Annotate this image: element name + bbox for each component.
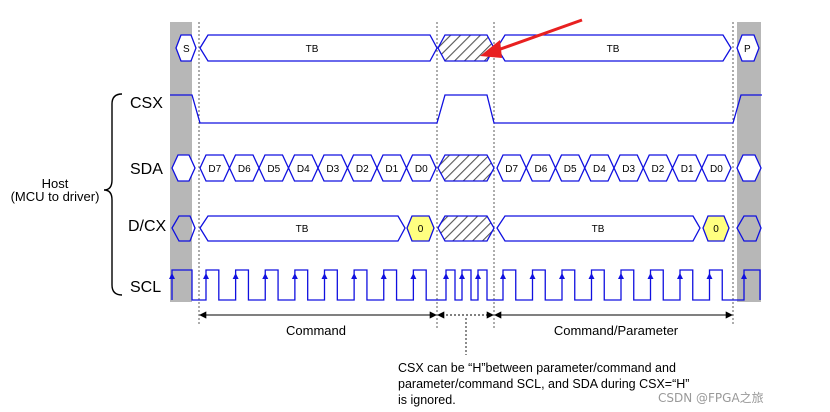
sda-stop-hex [736,154,762,182]
dcx-zero1-hexagon [406,215,435,242]
sda-bit-cmd-d6-label: D6 [238,164,251,175]
sda-bit-param-d1-label: D1 [681,164,694,175]
scl-clock-arrows [169,273,747,279]
sda-bit-cmd-d1-label: D1 [385,164,398,175]
scl-rising-edge-arrow [203,273,209,279]
stop-hexagon [736,34,760,62]
scl-rising-edge-arrow [262,273,269,279]
watermark: CSDN @FPGA之旅 [658,391,764,405]
sda-bit-cmd-d2-label: D2 [356,164,369,175]
scl-rising-edge-arrow [380,273,387,279]
scl-rising-edge-arrow [706,273,713,279]
scl-rising-edge-arrow [529,273,536,279]
dotted-guides [198,22,734,330]
note-line-3: is ignored. [398,393,456,407]
scl-rising-edge-arrow [588,273,595,279]
sda-bit-param-d2-label: D2 [651,164,664,175]
scl-rising-edge-arrow [169,273,175,279]
top-row: S TB TB P [175,34,760,62]
tb1-hexagon [199,34,438,62]
sda-bit-param-d0 [701,154,732,182]
start-hexagon [175,34,197,62]
note-line-2: parameter/command SCL, and SDA during CS… [398,377,689,391]
scl-rising-edge-arrow [321,273,328,279]
scl-rising-edge-arrow [559,273,565,279]
scl-rising-edge-arrow [459,273,465,279]
sda-waveform: D7 D6 D5 D4 D3 D2 D1 D0 D7 D6 D5 D4 D3 D2 D1 D0 [171,154,762,182]
tb2-hexagon [496,34,732,62]
dcx-zero2-hexagon [702,215,730,242]
hatched-block-dcx [437,215,495,242]
parameter-span-label: Command/Parameter [554,323,679,338]
sda-label: SDA [130,161,163,178]
sda-bit-cmd-d5-label: D5 [267,164,280,175]
scl-rising-edge-arrow [475,273,481,279]
sda-bit-cmd-d7-label: D7 [208,164,221,175]
dcx-label: D/CX [128,218,167,235]
sda-bit-cmd-d3-label: D3 [326,164,339,175]
scl-rising-edge-arrow [647,273,654,279]
csx-label: CSX [130,95,163,112]
dcx-tb1-label: TB [296,224,309,235]
sda-bit-param-d3-label: D3 [622,164,635,175]
tb1-label: TB [306,44,319,55]
dcx-tb2-hexagon [496,215,701,242]
dcx-tb1-hexagon [199,215,406,242]
scl-rising-edge-arrow [410,273,417,279]
stop-label: P [744,44,751,55]
csx-waveform [170,94,762,124]
sda-bit-cmd-d0 [405,154,437,182]
scl-rising-edge-arrow [618,273,624,279]
host-bracket [103,93,123,296]
scl-label: SCL [130,279,161,296]
host-label: Host [42,176,69,191]
sda-bit-param-d0-label: D0 [710,164,723,175]
host-sub-label: (MCU to driver) [11,189,100,204]
scl-waveform [171,269,761,301]
scl-rising-edge-arrow [291,273,298,279]
span-arrows [199,311,733,355]
scl-rising-edge-arrow [232,273,239,279]
command-span-label: Command [286,323,346,338]
scl-rising-edge-arrow [500,273,506,279]
tb2-label: TB [607,44,620,55]
sda-bit-param-d7-label: D7 [505,164,518,175]
sda-start-hex [171,154,196,182]
sda-bit-param-d4-label: D4 [593,164,606,175]
sda-bit-cmd-d0-label: D0 [415,164,428,175]
scl-rising-edge-arrow [351,273,358,279]
dcx-zero1-label: 0 [418,224,424,235]
hatched-block-sda [437,154,495,182]
sda-bit-param-d5-label: D5 [564,164,577,175]
start-label: S [183,44,190,55]
dcx-tb2-label: TB [592,224,605,235]
dcx-waveform: TB 0 TB 0 [171,215,762,242]
hatched-block-top [437,34,495,62]
red-arrow [480,18,583,58]
sda-bit-param-d6-label: D6 [534,164,547,175]
scl-rising-edge-arrow [741,273,747,279]
dcx-zero2-label: 0 [713,224,719,235]
sda-bit-cmd-d4-label: D4 [297,164,310,175]
scl-rising-edge-arrow [443,273,449,279]
scl-rising-edge-arrow [677,273,683,279]
note-line-1: CSX can be “H”between parameter/command … [398,361,676,375]
